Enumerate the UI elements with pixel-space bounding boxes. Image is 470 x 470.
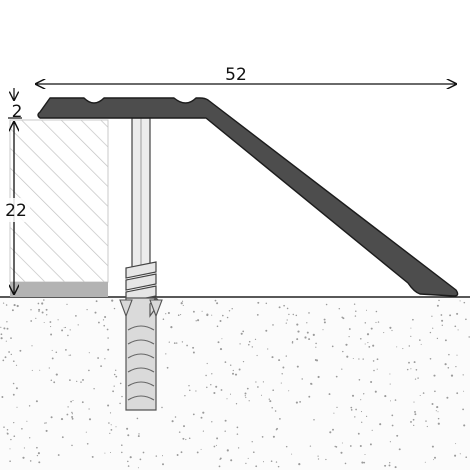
subfloor [0,296,470,470]
width-dimension: 52 [36,65,456,85]
top-thickness-label: 2 [12,102,23,122]
subfloor-texture [0,299,470,469]
underlay-layer [10,282,108,297]
wall-plug [119,296,163,411]
screw-thread [125,261,157,303]
transition-profile [37,97,459,297]
adjacent-floor-covering [9,119,109,297]
screw [125,117,157,303]
height-label: 22 [5,201,27,221]
width-label: 52 [225,65,247,85]
height-dimension: 22 [0,122,30,294]
top-thickness-dimension: 2 [8,88,22,122]
